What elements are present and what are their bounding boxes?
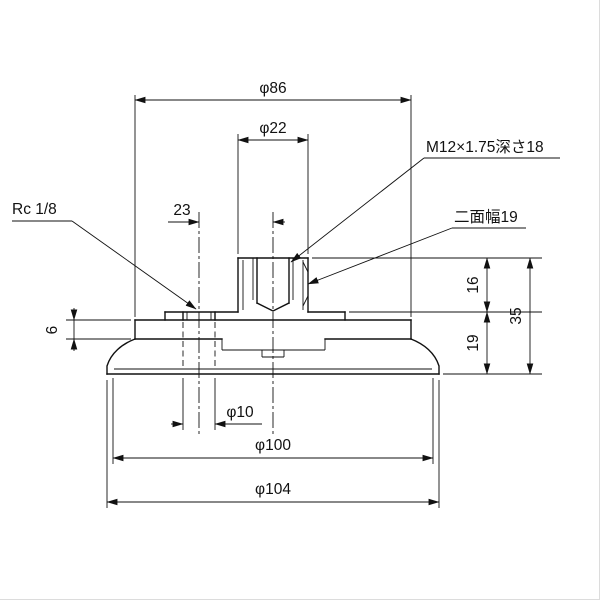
label-thread: M12×1.75深さ18: [426, 138, 544, 156]
label-dia10: φ10: [226, 404, 254, 421]
label-h35: 35: [508, 307, 525, 324]
label-dia104: φ104: [255, 481, 291, 498]
leader-port: [12, 220, 197, 310]
extension-lines: [66, 95, 542, 508]
dimension-lines: [70, 96, 534, 506]
label-dia86: φ86: [259, 80, 286, 97]
centerlines: [198, 212, 274, 436]
label-dia100: φ100: [255, 437, 291, 454]
label-h16: 16: [465, 276, 482, 293]
label-h19: 19: [465, 334, 482, 351]
leader-thread: [290, 157, 560, 263]
leader-flats: [307, 227, 526, 285]
leader-lines: [12, 157, 560, 310]
label-off23: 23: [173, 202, 190, 219]
dimension-labels: φ86 φ22 M12×1.75深さ18 二面幅19 Rc 1/8 23 16 …: [12, 80, 544, 498]
label-t6: 6: [44, 326, 61, 335]
label-flats: 二面幅19: [454, 208, 518, 226]
label-port: Rc 1/8: [12, 201, 57, 218]
label-dia22: φ22: [259, 120, 286, 137]
